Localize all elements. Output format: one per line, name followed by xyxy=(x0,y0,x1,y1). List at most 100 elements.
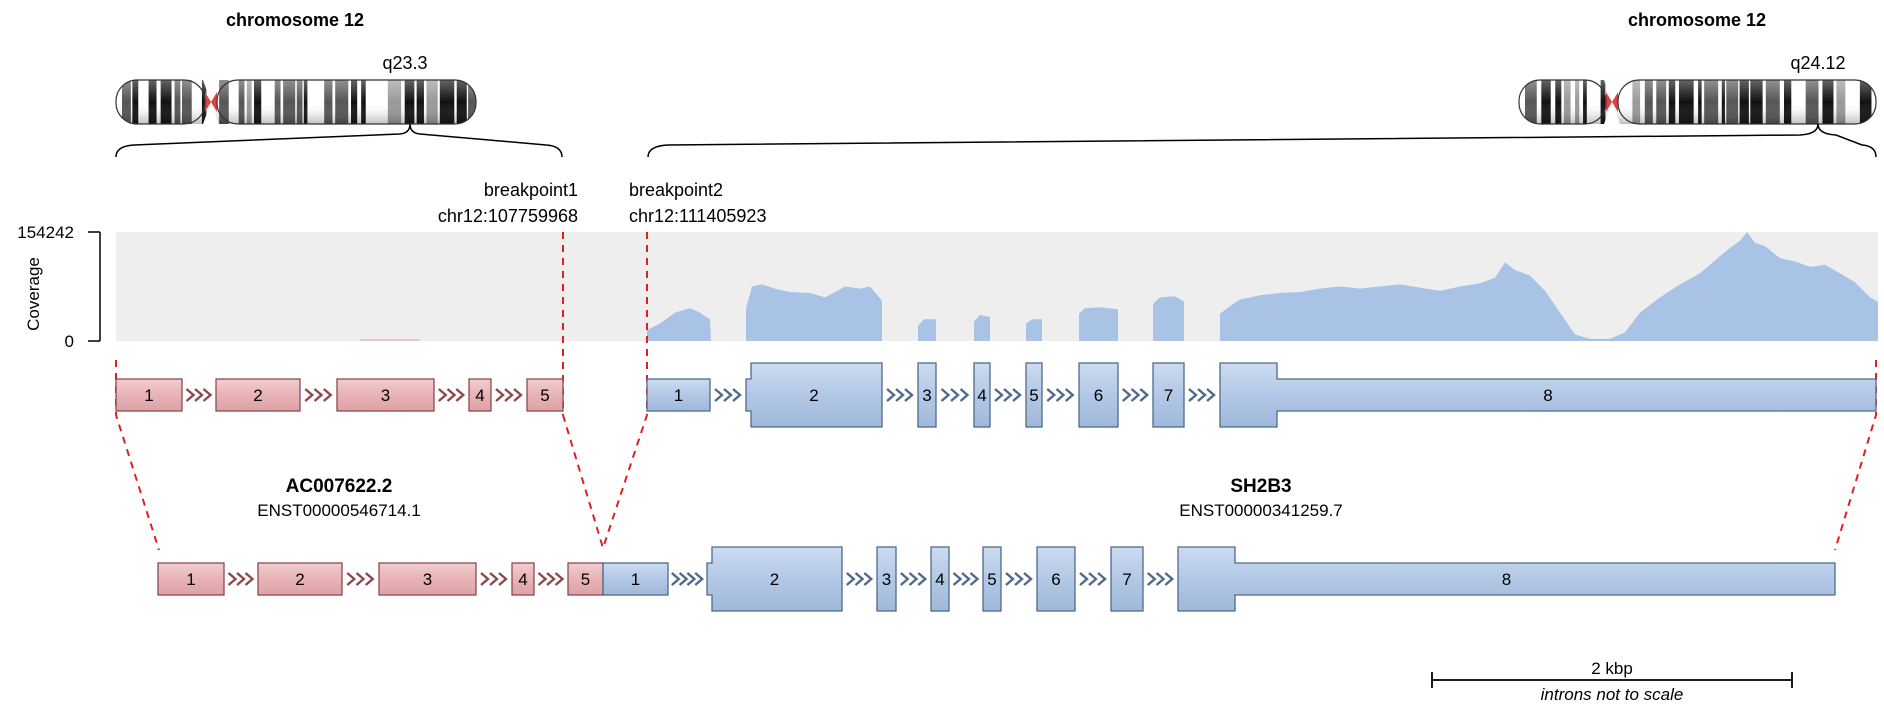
fusion-right-edge-line xyxy=(1834,360,1877,551)
coverage-area-gene1 xyxy=(360,339,420,341)
gene2-exon-6 xyxy=(1078,362,1119,428)
intron-direction-arrow xyxy=(236,572,246,586)
intron-direction-arrow xyxy=(546,572,556,586)
intron-direction-arrow xyxy=(1064,388,1075,402)
gene1-exon-3 xyxy=(336,378,435,412)
intron-direction-arrow xyxy=(1079,572,1089,586)
gene2-exon-2-number: 2 xyxy=(809,386,818,405)
intron-direction-arrow xyxy=(498,572,508,586)
centromere-marker xyxy=(205,92,217,112)
intron-direction-arrow xyxy=(513,388,523,402)
chromosome-right-ideogram xyxy=(1518,79,1877,125)
breakpoint-guides xyxy=(115,232,1877,552)
intron-direction-arrow xyxy=(671,572,681,586)
coverage-min-label: 0 xyxy=(65,332,74,351)
intron-direction-arrow xyxy=(437,388,448,402)
fusion-gene2-exon-8 xyxy=(1177,546,1836,612)
intron-direction-arrow xyxy=(304,388,315,402)
gene1-exon-2-number: 2 xyxy=(253,386,262,405)
intron-direction-arrow xyxy=(194,388,204,402)
gene2-exon-5 xyxy=(1025,362,1043,428)
intron-direction-arrow xyxy=(227,572,238,586)
fusion-gene2-exon-1 xyxy=(602,562,669,596)
coverage-axis-label: Coverage xyxy=(24,257,43,331)
fusion-gene2-exon-5 xyxy=(982,546,1002,612)
intron-direction-arrow xyxy=(917,572,928,586)
intron-direction-arrow xyxy=(908,572,919,586)
coverage-panel: 154242 0 Coverage xyxy=(17,223,1878,351)
intron-direction-arrow xyxy=(1046,388,1057,402)
intron-direction-arrow xyxy=(1188,388,1198,402)
chromosome-left-ideogram xyxy=(115,79,477,125)
fusion-gene2-exon-2-number: 2 xyxy=(770,570,779,589)
intron-direction-arrow xyxy=(1005,572,1015,586)
intron-direction-arrow xyxy=(961,572,971,586)
gene1-exon-1-number: 1 xyxy=(144,386,153,405)
gene2-exon-8 xyxy=(1219,362,1877,428)
scale-bar-note: introns not to scale xyxy=(1541,685,1684,704)
fusion-gene1-exon-1 xyxy=(157,562,225,596)
intron-direction-arrow xyxy=(1146,572,1157,586)
fusion-gene2-exon-6-number: 6 xyxy=(1051,570,1060,589)
gene2-exon-3 xyxy=(917,362,937,428)
intron-direction-arrow xyxy=(244,572,255,586)
intron-direction-arrow xyxy=(1014,572,1024,586)
intron-direction-arrow xyxy=(994,388,1004,402)
gene2-transcript: ENST00000341259.7 xyxy=(1179,501,1343,520)
gene2-exon-3-number: 3 xyxy=(922,386,931,405)
gene2-exon-7-number: 7 xyxy=(1164,386,1173,405)
intron-direction-arrow xyxy=(686,572,697,586)
intron-direction-arrow xyxy=(202,388,213,402)
gene2-exon-5-number: 5 xyxy=(1029,386,1038,405)
intron-direction-arrow xyxy=(504,388,514,402)
intron-direction-arrow xyxy=(185,388,196,402)
breakpoint1-label: breakpoint1 xyxy=(484,180,578,200)
chromosome-left-title: chromosome 12 xyxy=(226,10,364,30)
fusion-gene1-exon-2-number: 2 xyxy=(295,570,304,589)
intron-direction-arrow xyxy=(723,388,733,402)
fusion-gene2-exon-8-number: 8 xyxy=(1502,570,1511,589)
fusion-gene1-exon-3-number: 3 xyxy=(423,570,432,589)
fusion-gene2-exon-5-number: 5 xyxy=(987,570,996,589)
intron-direction-arrow xyxy=(714,388,724,402)
gene1-exon-1 xyxy=(115,378,183,412)
intron-direction-arrow xyxy=(952,572,963,586)
chromosome-right-zoom-bracket xyxy=(647,123,1877,158)
gene2-exon-4 xyxy=(973,362,991,428)
intron-direction-arrow xyxy=(854,572,865,586)
breakpoint2-label: breakpoint2 xyxy=(629,180,723,200)
gene1-transcript: ENST00000546714.1 xyxy=(257,501,421,520)
chromosome-left-zoom-bracket xyxy=(115,123,563,158)
scale-bar: 2 kbp introns not to scale xyxy=(1431,659,1793,704)
fusion-gene1-exon-3 xyxy=(378,562,477,596)
intron-direction-arrow xyxy=(355,572,366,586)
intron-direction-arrow xyxy=(537,572,548,586)
intron-direction-arrow xyxy=(895,388,905,402)
coverage-background xyxy=(116,232,1878,341)
intron-direction-arrow xyxy=(346,572,357,586)
intron-direction-arrow xyxy=(969,572,980,586)
centromere-marker xyxy=(1606,92,1618,112)
intron-direction-arrow xyxy=(899,572,910,586)
gene2-exon-7 xyxy=(1152,362,1185,428)
chromosome-left-band: q23.3 xyxy=(382,53,427,73)
intron-direction-arrow xyxy=(886,388,896,402)
gene1-exon-4-number: 4 xyxy=(475,386,484,405)
fusion-gene2-exon-1-number: 1 xyxy=(631,570,640,589)
intron-direction-arrow xyxy=(950,388,960,402)
gene2-exon-1-number: 1 xyxy=(674,386,683,405)
intron-direction-arrow xyxy=(554,572,565,586)
intron-direction-arrow xyxy=(940,388,951,402)
fusion-gene2-exon-7-number: 7 xyxy=(1122,570,1131,589)
intron-direction-arrow xyxy=(322,388,333,402)
intron-direction-arrow xyxy=(863,572,874,586)
intron-direction-arrow xyxy=(480,572,490,586)
intron-direction-arrow xyxy=(313,388,324,402)
gene1-exon-3-number: 3 xyxy=(381,386,390,405)
intron-direction-arrow xyxy=(489,572,499,586)
fusion-gene2-exon-6 xyxy=(1036,546,1076,612)
